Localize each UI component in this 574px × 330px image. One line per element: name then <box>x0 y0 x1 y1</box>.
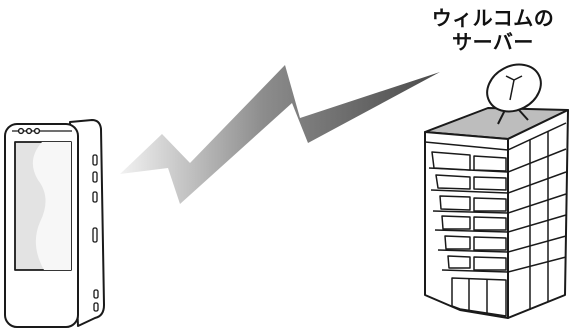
phone-icon <box>5 120 104 327</box>
wireless-signal-icon <box>120 65 440 204</box>
server-building-icon <box>425 108 568 318</box>
